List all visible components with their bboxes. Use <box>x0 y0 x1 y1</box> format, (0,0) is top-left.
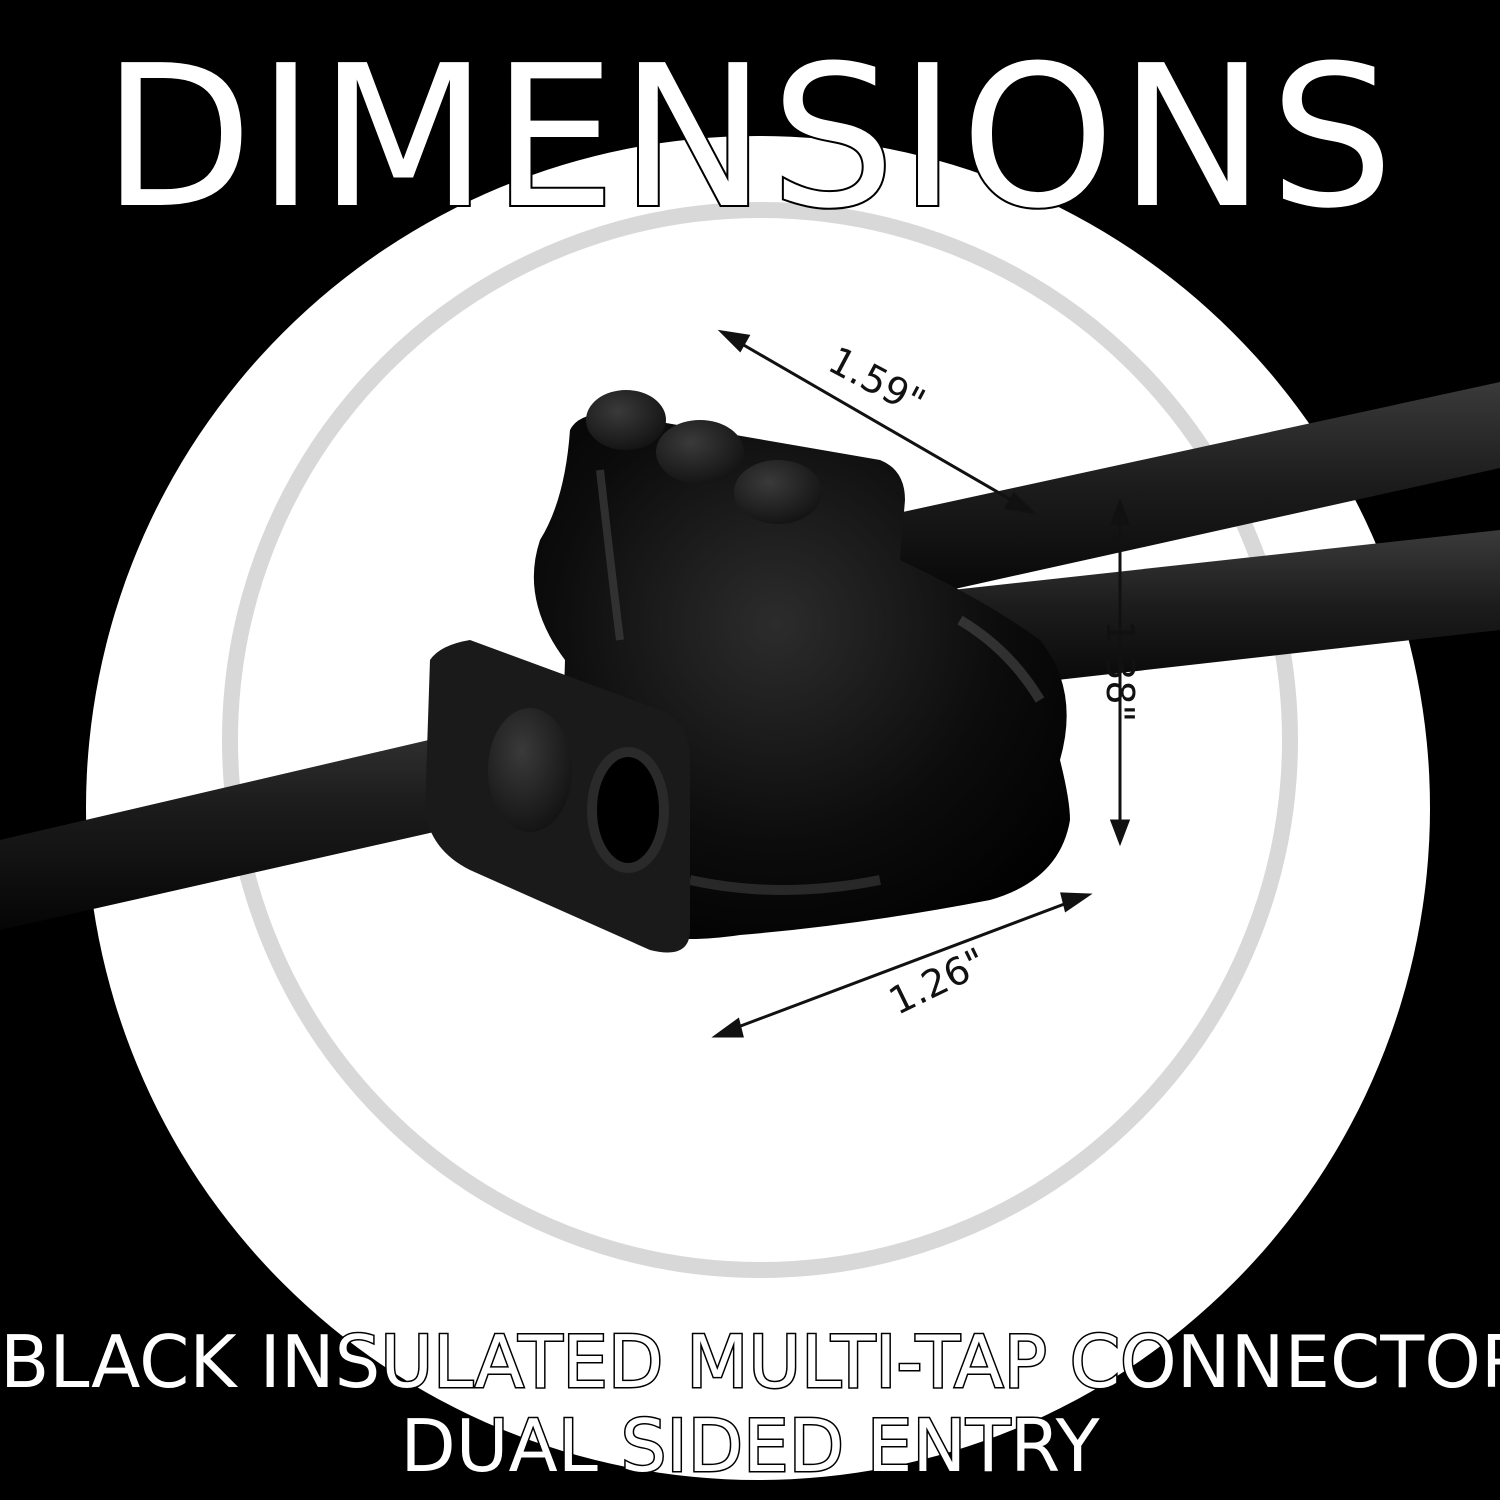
top-cap-icon <box>656 420 744 484</box>
top-cap-icon <box>734 460 822 524</box>
connector-top-caps <box>586 390 822 524</box>
caption-line-1: BLACK INSULATED MULTI-TAP CONNECTOR <box>0 1320 1500 1404</box>
background-ring <box>222 202 1298 1278</box>
dimension-height-label: 1.38" <box>1098 620 1142 723</box>
dimension-arrow-width <box>711 892 1093 1038</box>
front-cap-icon <box>488 708 572 832</box>
caption-line-2: DUAL SIDED ENTRY <box>399 1404 1101 1488</box>
page-title: DIMENSIONS <box>100 24 1398 252</box>
connector-front-face <box>425 640 690 953</box>
dimension-arrow-height <box>1109 498 1131 847</box>
port-hole-icon <box>587 747 669 873</box>
dimension-arrow-length <box>717 329 1037 515</box>
top-cap-icon <box>586 390 666 450</box>
